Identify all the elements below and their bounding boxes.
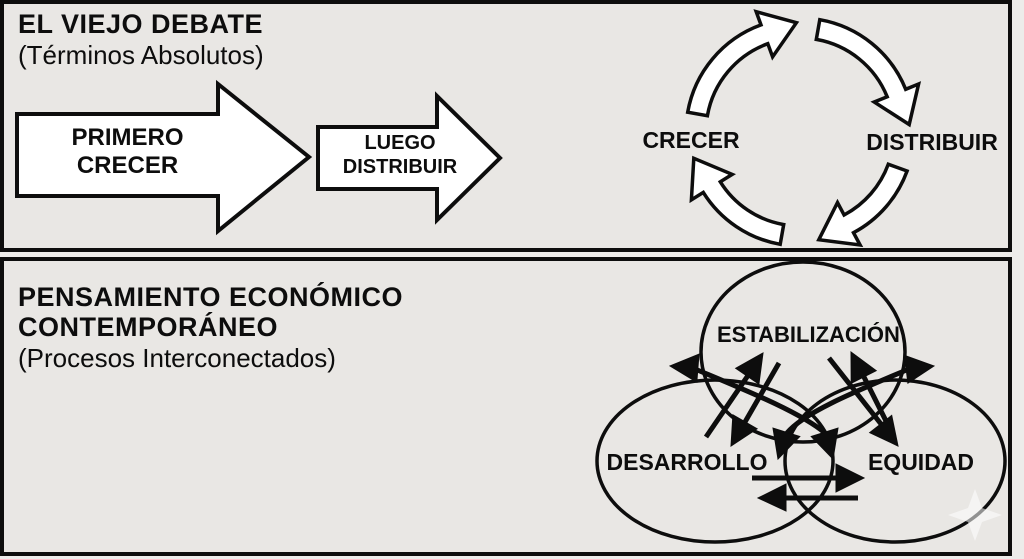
block-arrow-1-label: PRIMERO CRECER	[35, 124, 220, 180]
cycle-label-crecer: CRECER	[642, 127, 740, 153]
block-arrow-2-line1: LUEGO	[364, 132, 436, 154]
contemporary-title-line1: PENSAMIENTO ECONÓMICO	[18, 282, 404, 312]
block-arrow-2-label: LUEGO DISTRIBUIR	[315, 131, 485, 179]
old-debate-subtitle: (Términos Absolutos)	[18, 40, 264, 70]
venn-label-desarrollo: DESARROLLO	[606, 449, 768, 475]
old-debate-title: EL VIEJO DEBATE	[18, 9, 264, 39]
venn-label-estabilizacion: ESTABILIZACIÓN	[717, 322, 900, 347]
block-arrow-1-line1: PRIMERO	[71, 124, 184, 151]
venn-label-equidad: EQUIDAD	[867, 449, 975, 475]
cycle-label-distribuir: DISTRIBUIR	[866, 129, 998, 155]
contemporary-title-line2: CONTEMPORÁNEO	[18, 312, 279, 342]
block-arrow-2-line2: DISTRIBUIR	[342, 156, 458, 178]
block-arrow-1-line2: CRECER	[76, 152, 179, 179]
contemporary-subtitle: (Procesos Interconectados)	[18, 343, 336, 373]
